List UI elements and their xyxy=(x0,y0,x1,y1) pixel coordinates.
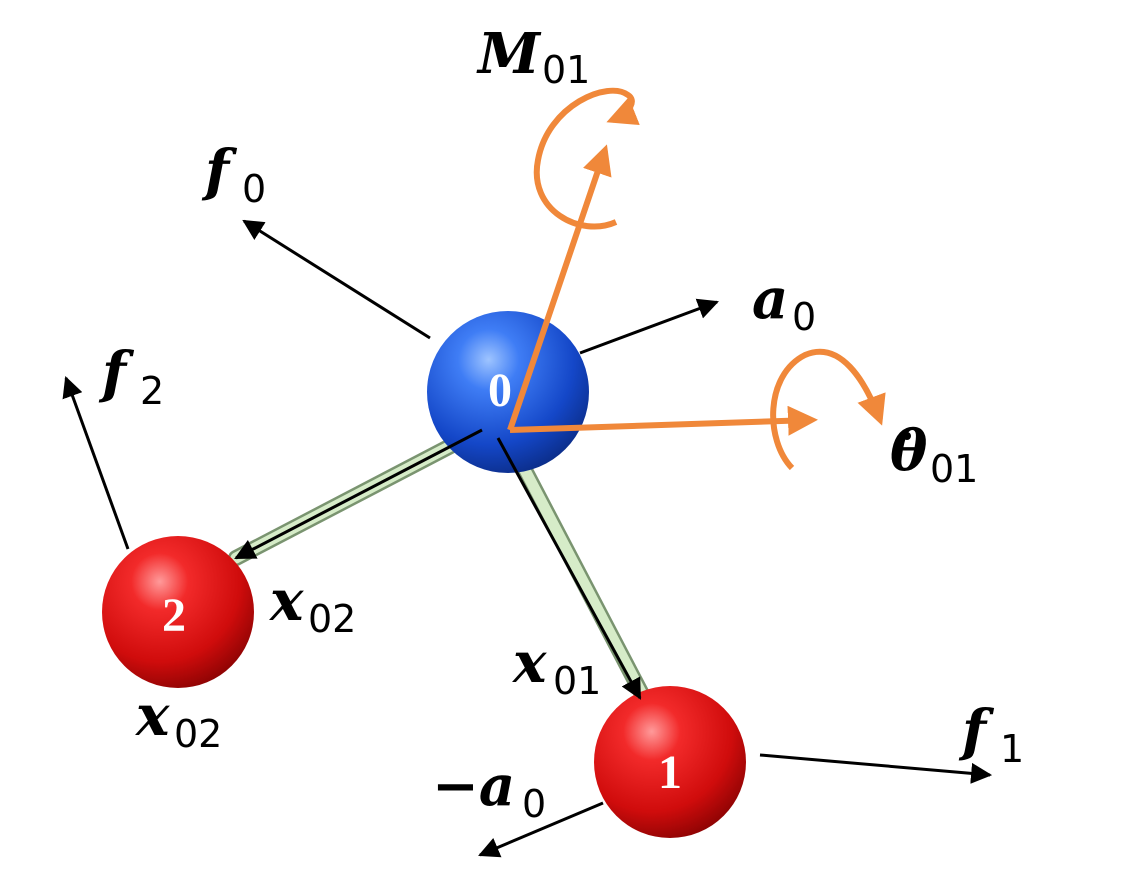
svg-text:f: f xyxy=(201,138,238,204)
svg-text:01: 01 xyxy=(553,659,601,703)
atom-2-number: 2 xyxy=(162,589,186,642)
moment-axis-arrow xyxy=(507,144,612,431)
svg-text:x: x xyxy=(135,683,170,749)
svg-text:x: x xyxy=(512,630,547,696)
label-M01: M 01 xyxy=(476,21,590,92)
theta-axis-arrow xyxy=(509,405,818,436)
x02-bond-arrow xyxy=(234,428,483,560)
svg-text:0: 0 xyxy=(522,782,546,826)
x01-bond-arrow xyxy=(496,437,642,700)
svg-text:θ: θ xyxy=(890,418,928,484)
label-x02-bond: x 02 xyxy=(269,568,356,641)
svg-text:a: a xyxy=(752,266,788,332)
svg-text:02: 02 xyxy=(174,712,222,756)
svg-text:f: f xyxy=(98,340,135,406)
neg-a0-arrow xyxy=(478,801,604,858)
f1-arrow xyxy=(759,753,993,784)
label-x02-atom: x 02 xyxy=(135,683,222,756)
svg-text:02: 02 xyxy=(308,597,356,641)
svg-text:−a: −a xyxy=(432,753,515,819)
svg-text:M: M xyxy=(476,21,542,87)
label-neg-a0: −a 0 xyxy=(432,753,546,826)
atom-0-number: 0 xyxy=(488,364,512,417)
svg-text:2: 2 xyxy=(140,369,164,413)
atom-1-number: 1 xyxy=(658,746,682,799)
a0-arrow xyxy=(579,298,719,355)
svg-text:1: 1 xyxy=(1000,727,1024,771)
f0-arrow xyxy=(242,219,431,340)
atom-1 xyxy=(594,686,746,838)
theta-rotation-arrow xyxy=(770,348,886,471)
label-x01: x 01 xyxy=(512,630,601,703)
svg-text:0: 0 xyxy=(242,167,266,211)
svg-text:f: f xyxy=(958,698,995,764)
theta-dot xyxy=(903,432,911,440)
label-theta01: θ 01 xyxy=(890,418,978,491)
svg-text:0: 0 xyxy=(792,295,816,339)
label-f2: f 2 xyxy=(98,340,164,413)
bond-0-1 xyxy=(497,424,653,708)
svg-text:01: 01 xyxy=(930,447,978,491)
label-a0: a 0 xyxy=(752,266,816,339)
svg-text:01: 01 xyxy=(542,48,590,92)
atom-2 xyxy=(102,536,254,688)
label-f1: f 1 xyxy=(958,698,1024,771)
label-f0: f 0 xyxy=(201,138,266,211)
atom-0 xyxy=(427,311,589,473)
moment-rotation-arrow xyxy=(533,87,640,230)
f2-arrow xyxy=(62,376,130,550)
svg-text:x: x xyxy=(269,568,304,634)
